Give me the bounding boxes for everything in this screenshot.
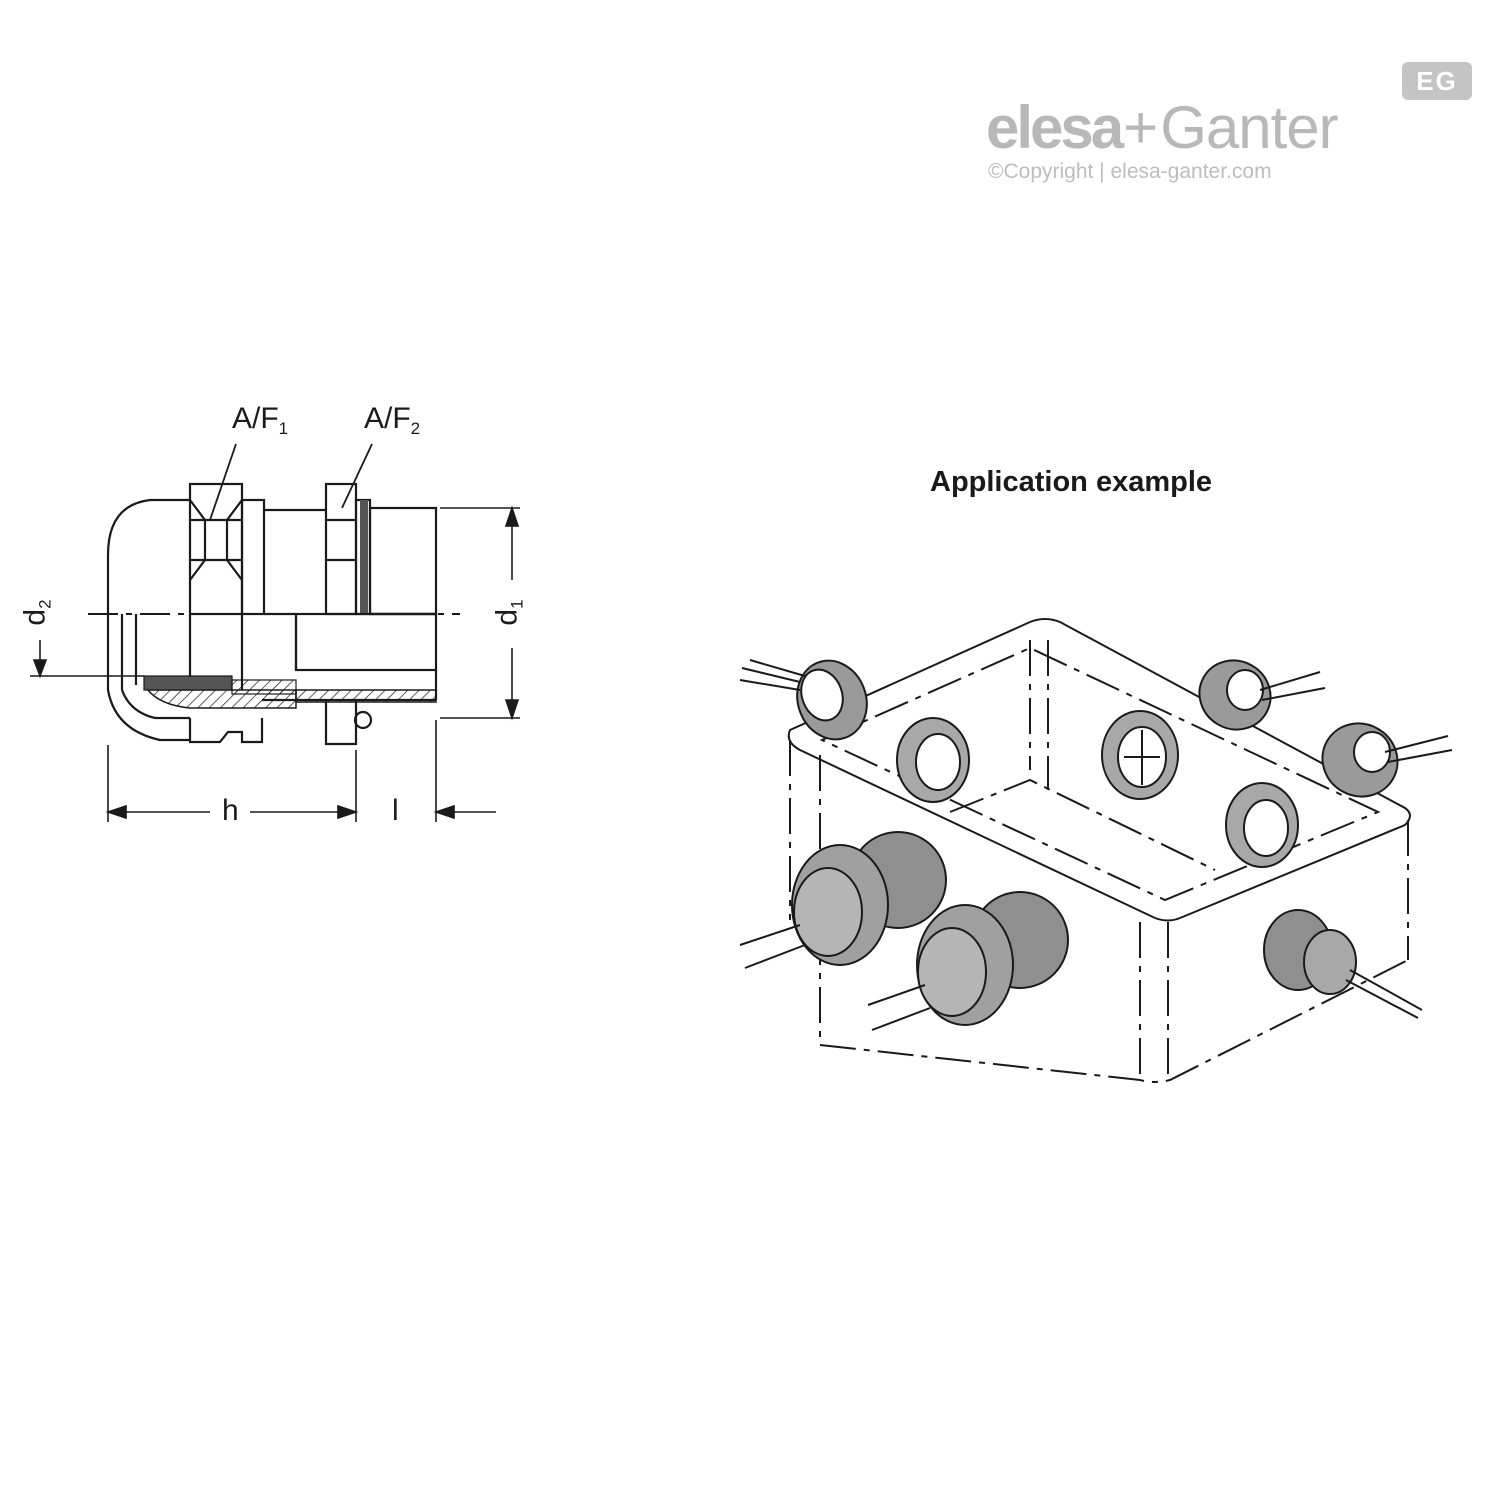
logo-brand-a: elesa <box>986 94 1124 161</box>
af2-label: A/F2 <box>364 402 421 438</box>
clamp-section <box>231 679 297 695</box>
dimension-h-l <box>105 720 496 822</box>
o-ring-section <box>360 500 368 614</box>
logo-wordmark: elesa+Ganter <box>986 98 1339 158</box>
af1-leader <box>209 443 237 521</box>
d1-main: d <box>490 608 524 626</box>
d2-label: d2 <box>18 599 55 626</box>
hatched-section-body <box>295 689 437 703</box>
enclosure-box <box>787 618 1411 1083</box>
af1-label: A/F1 <box>232 402 289 438</box>
eg-badge: EG <box>1402 62 1472 100</box>
application-example-title: Application example <box>930 466 1213 498</box>
af1-main: A/F <box>232 402 279 435</box>
logo-brand-b: Ganter <box>1160 94 1338 161</box>
d2-main: d <box>18 608 52 626</box>
dimension-d1 <box>440 505 520 721</box>
brand-logo: EG elesa+Ganter ©Copyright | elesa-gante… <box>980 60 1480 200</box>
copyright-text: ©Copyright | elesa-ganter.com <box>988 160 1272 183</box>
af2-main: A/F <box>364 402 411 435</box>
h-label: h <box>222 794 239 827</box>
box-glands <box>739 659 1453 1031</box>
d1-label: d1 <box>490 599 527 626</box>
d1-sub: 1 <box>507 599 527 609</box>
logo-plus: + <box>1123 94 1159 161</box>
af2-sub: 2 <box>410 419 421 438</box>
af2-leader <box>341 443 373 509</box>
af1-sub: 1 <box>278 419 289 438</box>
d2-sub: 2 <box>35 599 55 609</box>
dimension-d2 <box>30 640 144 679</box>
l-label: l <box>392 794 399 827</box>
insert-section <box>143 675 233 691</box>
